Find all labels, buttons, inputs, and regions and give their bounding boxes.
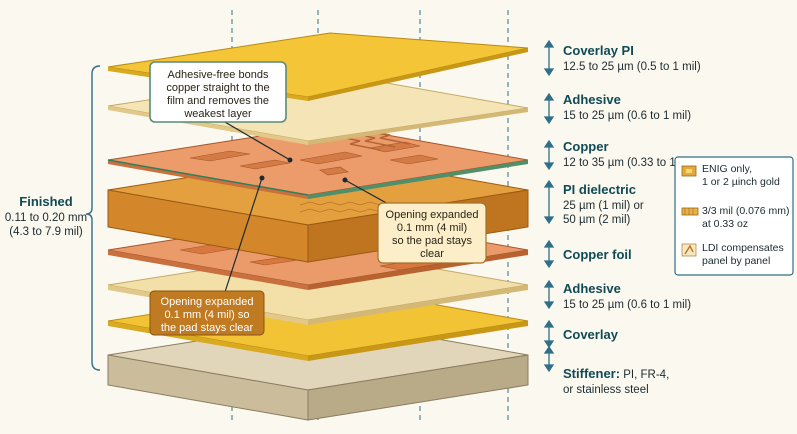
arrow-stiffener xyxy=(543,345,555,373)
callout-opening-right-line3: so the pad stays xyxy=(392,235,473,247)
finished-title: Finished xyxy=(19,194,73,209)
callout-opening-right-line4: clear xyxy=(420,248,444,260)
label-stiffener-options: PI, FR-4, xyxy=(620,369,669,381)
label-copper-foil-title: Copper foil xyxy=(563,247,632,262)
callout-opening-left: Opening expanded 0.1 mm (4 mil) so the p… xyxy=(149,175,265,336)
callout-adhesive-free-line2: copper straight to the xyxy=(166,82,269,94)
callout-opening-left-line1: Opening expanded xyxy=(161,296,254,308)
arrow-adhesive-top xyxy=(543,92,555,125)
callout-adhesive-free: Adhesive-free bonds copper straight to t… xyxy=(149,61,293,163)
label-adhesive-top-thickness: 15 to 25 µm (0.6 to 1 mil) xyxy=(563,110,691,122)
callout-adhesive-free-line3: film and removes the xyxy=(167,95,269,107)
label-coverlay-bottom-title: Coverlay xyxy=(563,327,619,342)
arrow-copper-top xyxy=(543,139,555,171)
thickness-arrows xyxy=(543,39,555,373)
finished-label: Finished 0.11 to 0.20 mm (4.3 to 7.9 mil… xyxy=(5,194,87,238)
callout-opening-right-line2: 0.1 mm (4 mil) xyxy=(397,222,467,234)
finished-bracket xyxy=(85,65,101,371)
legend: ENIG only, 1 or 2 µinch gold 3/3 mil (0.… xyxy=(674,156,794,276)
arrow-coverlay-bottom xyxy=(543,319,555,349)
callout-opening-right-line1: Opening expanded xyxy=(386,209,479,221)
laser-icon xyxy=(681,243,697,257)
callout-opening-left-line3: the pad stays clear xyxy=(161,322,254,334)
label-adhesive-bottom-thickness: 15 to 25 µm (0.6 to 1 mil) xyxy=(563,299,691,311)
callout-adhesive-free-line4: weakest layer xyxy=(183,108,252,120)
label-stiffener-line1: Stiffener: PI, FR-4, xyxy=(563,366,669,381)
legend-trace-line1: 3/3 mil (0.076 mm) xyxy=(702,205,790,217)
label-coverlay-pi-title: Coverlay PI xyxy=(563,43,634,58)
arrow-copper-foil xyxy=(543,239,555,269)
label-stiffener-title: Stiffener: xyxy=(563,366,620,381)
legend-trace-line2: at 0.33 oz xyxy=(702,218,748,230)
label-copper-thickness: 12 to 35 µm (0.33 to 1 xyxy=(563,157,676,169)
label-stiffener-line2: or stainless steel xyxy=(563,384,649,396)
callout-adhesive-free-line1: Adhesive-free bonds xyxy=(168,69,269,81)
label-adhesive-top-title: Adhesive xyxy=(563,92,621,107)
label-pi-dielectric-line1: 25 µm (1 mil) or xyxy=(563,200,644,212)
arrow-pi-dielectric xyxy=(543,179,555,225)
legend-enig-line2: 1 or 2 µinch gold xyxy=(702,176,780,188)
label-pi-dielectric-line2: 50 µm (2 mil) xyxy=(563,214,630,226)
callout-opening-left-line2: 0.1 mm (4 mil) so xyxy=(165,309,250,321)
callout-opening-right: Opening expanded 0.1 mm (4 mil) so the p… xyxy=(342,177,487,264)
legend-enig-line1: ENIG only, xyxy=(702,163,752,175)
layer-labels: Coverlay PI 12.5 to 25 µm (0.5 to 1 mil)… xyxy=(563,43,701,396)
gold-pad-icon xyxy=(681,165,697,177)
finished-range-mil: (4.3 to 7.9 mil) xyxy=(9,226,83,238)
legend-ldi-line1: LDI compensates xyxy=(702,242,784,254)
label-copper-title: Copper xyxy=(563,139,609,154)
finished-range-mm: 0.11 to 0.20 mm xyxy=(5,212,87,224)
arrow-coverlay-pi xyxy=(543,39,555,77)
label-adhesive-bottom-title: Adhesive xyxy=(563,281,621,296)
trace-icon xyxy=(681,207,699,216)
label-pi-dielectric-title: PI dielectric xyxy=(563,182,636,197)
arrow-adhesive-bottom xyxy=(543,279,555,310)
legend-ldi-line2: panel by panel xyxy=(702,255,770,267)
label-coverlay-pi-thickness: 12.5 to 25 µm (0.5 to 1 mil) xyxy=(563,61,701,73)
